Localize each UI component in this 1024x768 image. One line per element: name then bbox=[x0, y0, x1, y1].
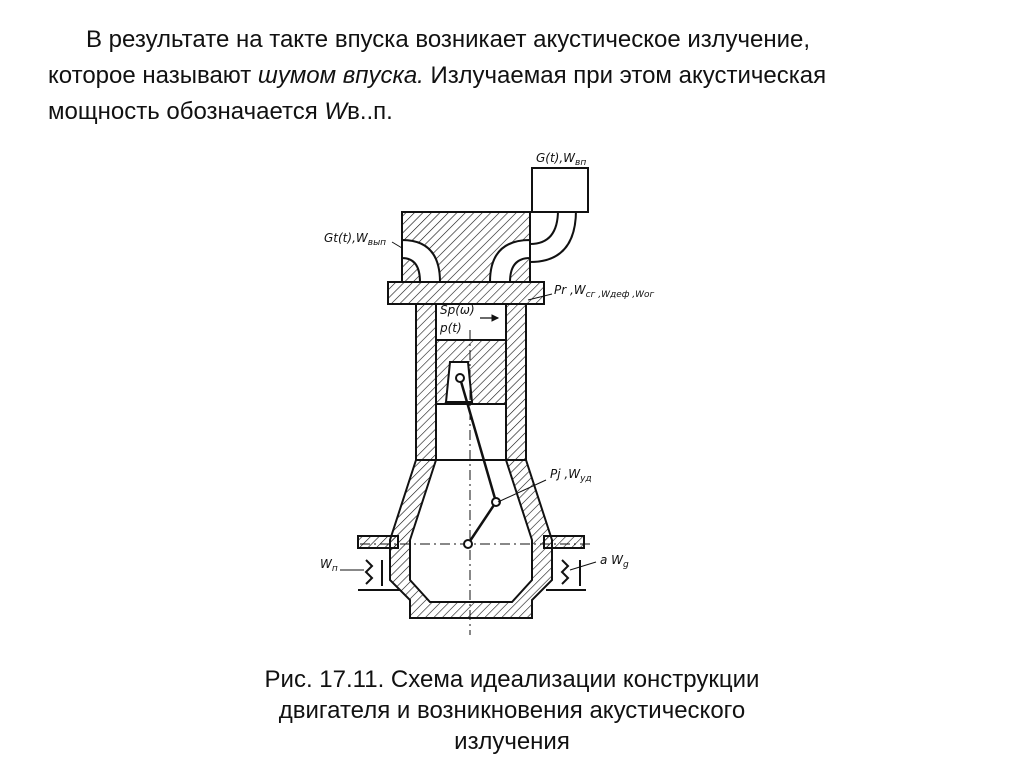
caption-line-1: Рис. 17.11. Схема идеализации конструкци… bbox=[264, 666, 760, 693]
combustion-chamber bbox=[435, 303, 507, 341]
paragraph-line-2: которое называют шумом впуска. Излучаема… bbox=[48, 58, 988, 94]
paragraph-line-3: мощность обозначается Wв..п. bbox=[48, 94, 988, 130]
label-pj: Pj ,Wуд bbox=[550, 467, 592, 484]
emphasis-term: шумом впуска. bbox=[257, 62, 424, 89]
support-spring-left bbox=[364, 559, 374, 585]
figure-caption: Рис. 17.11. Схема идеализации конструкци… bbox=[150, 664, 874, 757]
cylinder-wall-right bbox=[505, 303, 527, 461]
support-spring-right bbox=[560, 559, 570, 585]
label-sp: Sp(ω) bbox=[440, 303, 475, 317]
paragraph-line-1: В результате на такте впуска возникает а… bbox=[48, 22, 988, 58]
label-awg: a Wg bbox=[600, 553, 629, 570]
head-flange bbox=[387, 281, 545, 305]
cylinder-wall-left bbox=[415, 303, 437, 461]
paragraph-text-1: В результате на такте впуска возникает а… bbox=[86, 26, 811, 53]
piston-pin bbox=[455, 373, 465, 383]
paragraph-text-4: мощность обозначается bbox=[48, 98, 325, 125]
label-pt: p(t) bbox=[439, 321, 462, 335]
body-paragraph: В результате на такте впуска возникает а… bbox=[48, 22, 988, 130]
power-symbol: W bbox=[324, 98, 348, 125]
leader-pj bbox=[497, 479, 547, 503]
label-wn: Wп bbox=[320, 557, 338, 574]
crank-pin bbox=[491, 497, 501, 507]
label-g-t-wvp: G(t),Wвп bbox=[536, 151, 586, 168]
label-pr: Pr ,Wсг ,Wдеф ,Wог bbox=[554, 283, 655, 300]
leader-awg bbox=[569, 561, 597, 571]
caption-line-2: двигателя и возникновения акустического bbox=[278, 697, 746, 724]
paragraph-text-3: Излучаемая при этом акустическая bbox=[423, 62, 827, 89]
pressure-arrow-head bbox=[491, 314, 500, 322]
base-plate-right bbox=[543, 535, 585, 549]
leader-pr bbox=[527, 293, 553, 301]
engine-schematic: G(t),Wвп Gt(t),Wвып Pr ,Wсг ,Wдеф ,Wог S… bbox=[320, 151, 655, 635]
base-plate-left bbox=[357, 535, 399, 549]
engine-schematic-figure: G(t),Wвп Gt(t),Wвып Pr ,Wсг ,Wдеф ,Wог S… bbox=[300, 140, 720, 640]
crank-arm bbox=[466, 501, 498, 545]
label-gt-t-wvyp: Gt(t),Wвып bbox=[324, 231, 386, 248]
leader-exhaust bbox=[391, 241, 403, 249]
paragraph-text-2: которое называют bbox=[48, 62, 258, 89]
crankcase-cavity bbox=[409, 459, 533, 603]
power-symbol-subscript: в..п. bbox=[347, 98, 393, 125]
intake-box bbox=[531, 167, 589, 213]
caption-line-3: излучения bbox=[454, 728, 570, 755]
crankshaft-center bbox=[463, 539, 473, 549]
connecting-rod bbox=[458, 377, 498, 503]
